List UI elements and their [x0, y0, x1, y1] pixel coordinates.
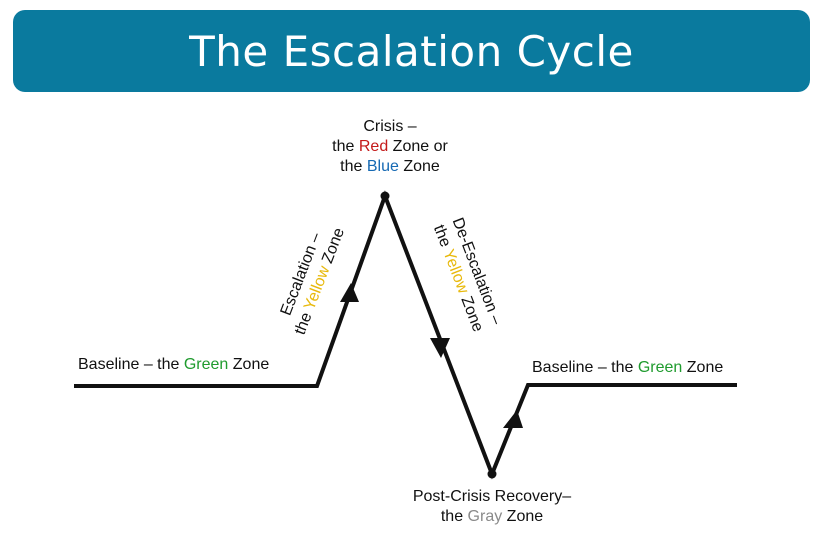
recovery-trough-dot [487, 469, 497, 479]
recovery-label: Post-Crisis Recovery– the Gray Zone [412, 488, 572, 525]
recovery-arrow-icon [503, 410, 523, 428]
cycle-path [74, 190, 737, 480]
page-title: The Escalation Cycle [189, 26, 634, 76]
crisis-peak-dot [380, 191, 390, 201]
escalation-arrow-icon [340, 283, 359, 302]
title-banner: The Escalation Cycle [13, 10, 810, 92]
baseline-left-label: Baseline – the Green Zone [78, 356, 270, 373]
deescalation-arrow-icon [430, 338, 450, 358]
crisis-label: Crisis – the Red Zone or the Blue Zone [332, 118, 448, 175]
baseline-right-label: Baseline – the Green Zone [532, 359, 724, 376]
